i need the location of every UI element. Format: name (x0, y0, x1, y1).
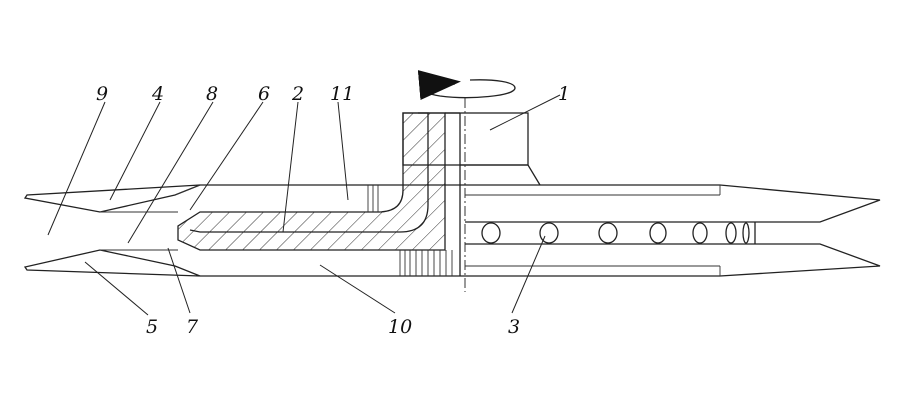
seal-band-top (367, 185, 379, 212)
hatched-channel (177, 112, 461, 276)
label-4: 4 (151, 83, 164, 105)
label-2: 2 (291, 83, 304, 105)
tube-hole (692, 222, 708, 244)
label-3: 3 (508, 316, 520, 338)
rotation-arrow-icon (417, 70, 516, 101)
perforated-tube (465, 221, 756, 245)
label-10: 10 (388, 316, 412, 338)
label-9: 9 (96, 83, 108, 105)
label-11: 11 (330, 83, 354, 105)
tube-hole (725, 222, 737, 244)
tube-hole (742, 222, 750, 244)
tube-hole (539, 222, 559, 244)
label-5: 5 (146, 316, 158, 338)
label-6: 6 (258, 83, 270, 105)
label-1: 1 (558, 83, 570, 105)
seal-band-bottom (399, 250, 453, 276)
label-8: 8 (206, 83, 218, 105)
label-7: 7 (186, 316, 199, 338)
tube-hole (481, 222, 501, 244)
left-nozzle (23, 184, 201, 277)
tube-hole (649, 222, 667, 244)
tube-hole (598, 222, 618, 244)
leader-lines (47, 94, 561, 316)
